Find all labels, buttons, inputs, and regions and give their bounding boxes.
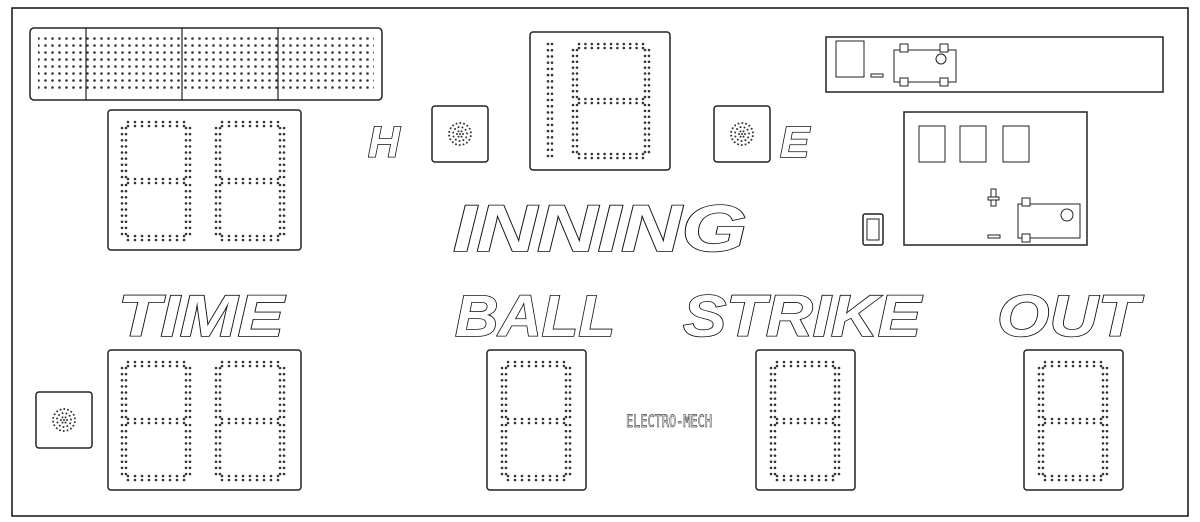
time-digit-panel: [107, 349, 302, 491]
control-box-panel: [825, 36, 1164, 93]
strike-label: STRIKE: [683, 284, 924, 349]
home-label: H: [368, 118, 401, 167]
out-label: OUT: [997, 284, 1144, 349]
out-digit-panel: [1023, 349, 1124, 491]
strike-digit-panel: [755, 349, 856, 491]
team-name-matrix-panel: [29, 27, 383, 101]
score-digit-panel: [107, 109, 302, 251]
guest-label: E: [780, 118, 811, 167]
guest-possession-indicator: [713, 105, 771, 163]
inning-digit-panel: [529, 31, 671, 171]
home-possession-indicator: [431, 105, 489, 163]
brand-logo: ELECTRO-MECH: [626, 412, 712, 432]
ball-label: BALL: [455, 284, 615, 349]
time-indicator: [35, 391, 93, 449]
inning-label: INNING: [453, 191, 747, 265]
switch-icon: [862, 213, 884, 246]
time-label: TIME: [118, 284, 287, 349]
ball-digit-panel: [486, 349, 587, 491]
controller-module-panel: [903, 111, 1088, 246]
